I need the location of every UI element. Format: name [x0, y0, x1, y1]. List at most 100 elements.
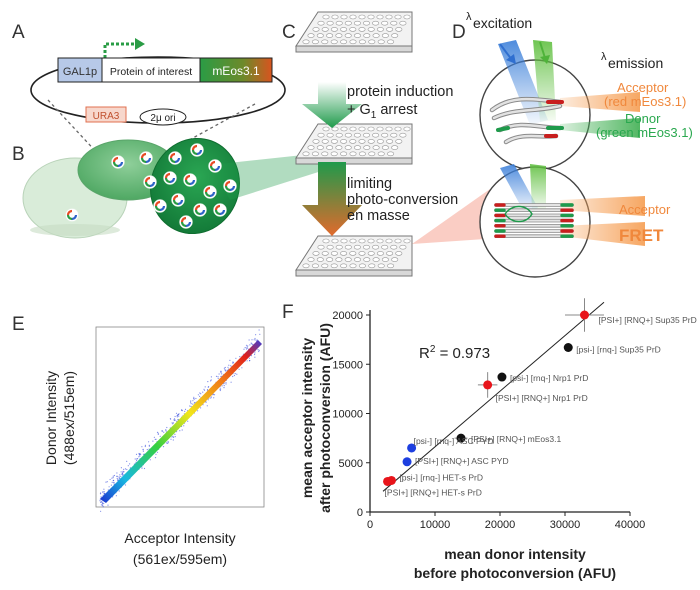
- aggregate-vesicles: [65, 143, 237, 229]
- panel-label-b: B: [12, 144, 25, 165]
- microplate-3: [295, 235, 413, 277]
- x-tick-label: 40000: [615, 519, 646, 531]
- data-point: [483, 380, 493, 390]
- step1-line1: protein induction: [347, 84, 453, 100]
- vesicle-icon: [143, 175, 157, 189]
- data-point-label: [psi-] [rnq-] HET-s PrD: [399, 472, 483, 482]
- donor-acceptor-density-plot: Donor Intensity (488ex/515em) Acceptor I…: [43, 326, 265, 567]
- panel-label-e: E: [12, 314, 25, 335]
- density-band: [100, 340, 262, 503]
- panel-label-f: F: [282, 302, 294, 323]
- vesicle-icon: [65, 208, 79, 222]
- protein-strands-lower: [494, 203, 574, 238]
- green-excitation-arrow-icon: [539, 41, 550, 64]
- r-squared-annotation: R2 = 0.973: [419, 344, 490, 362]
- microplate-1: [295, 11, 413, 53]
- data-point: [563, 343, 573, 353]
- gene-label: Protein of interest: [110, 66, 192, 78]
- x-tick-label: 10000: [420, 519, 451, 531]
- data-point: [580, 310, 589, 320]
- density-x-label-2: (561ex/595em): [133, 551, 227, 567]
- data-point-label: [PSI+] [RNQ+] Sup35 PrD: [599, 315, 697, 325]
- donor-label: Donor: [625, 111, 661, 126]
- data-point-label: [psi-] [rnq-] Nrp1 PrD: [510, 373, 588, 383]
- gene-box: [101, 57, 201, 83]
- vesicle-icon: [139, 151, 153, 165]
- vesicle-icon: [213, 203, 227, 217]
- step2-line3: en masse: [347, 208, 410, 224]
- x-tick-label: 0: [367, 519, 373, 531]
- acceptor-label-2: Acceptor: [619, 202, 671, 217]
- chart-y-label-1: mean acceptor intensity: [299, 338, 315, 498]
- origin-box: [139, 108, 187, 126]
- vesicle-icon: [163, 171, 177, 185]
- data-point-label: [PSI+] [RNQ+] ASC PYD: [415, 456, 509, 466]
- vesicle-icon: [208, 159, 222, 173]
- tag-label: mEos3.1: [212, 64, 260, 78]
- vesicle-icon: [203, 185, 217, 199]
- chart-fit-line: [382, 301, 605, 492]
- data-point-label: [PSI+] [RNQ+] HET-s PrD: [385, 487, 482, 497]
- microplate-2: [295, 123, 413, 165]
- data-point: [402, 457, 412, 467]
- blue-excitation-arrow-icon: [499, 43, 516, 64]
- marker-label: URA3: [93, 111, 120, 122]
- data-point: [497, 372, 507, 382]
- protein-strands-upper: [489, 96, 564, 145]
- lambda-excitation-symbol: λ: [466, 11, 472, 23]
- data-point: [383, 476, 393, 486]
- plasmid-diagram: GAL1p Protein of interest mEos3.1 URA3 2…: [30, 38, 286, 157]
- step2-line2: photo-conversion: [347, 192, 458, 208]
- data-point-label: [PSI+] [RNQ+] Nrp1 PrD: [496, 393, 588, 403]
- density-y-label-1: Donor Intensity: [43, 371, 59, 465]
- vesicle-icon: [111, 155, 125, 169]
- donor-desc: (green mEos3.1): [596, 125, 693, 140]
- step2-line1: limiting: [347, 176, 392, 192]
- data-point-label: [PSI+] [RNQ+] mEos3.1: [471, 434, 562, 444]
- tag-box: [199, 57, 273, 83]
- marker-box: [85, 106, 127, 123]
- panel-label-c: C: [282, 22, 296, 43]
- acceptor-label: Acceptor: [617, 80, 669, 95]
- vesicle-icon: [223, 179, 237, 193]
- data-point: [456, 433, 466, 443]
- density-y-label-2: (488ex/515em): [61, 371, 77, 465]
- data-point-label: [psi-] [rnq-] ASC PYD: [414, 436, 494, 446]
- data-point: [407, 443, 417, 453]
- y-tick-label: 15000: [332, 359, 363, 371]
- induction-arrow: [302, 82, 362, 128]
- y-tick-label: 5000: [339, 458, 363, 470]
- vesicle-icon: [179, 215, 193, 229]
- excitation-label: excitation: [473, 15, 532, 31]
- vesicle-icon: [168, 151, 182, 165]
- regression-line: [382, 301, 605, 492]
- lambda-emission-symbol: λ: [601, 51, 607, 63]
- y-tick-label: 10000: [332, 409, 363, 421]
- panel-label-a: A: [12, 22, 25, 43]
- acceptor-desc: (red mEos3.1): [604, 94, 686, 109]
- y-tick-label: 20000: [332, 310, 363, 322]
- vesicle-icon: [193, 203, 207, 217]
- chart-x-label-2: before photoconversion (AFU): [414, 565, 616, 581]
- density-x-label-1: Acceptor Intensity: [124, 530, 235, 546]
- y-tick-label: 0: [357, 507, 363, 519]
- fret-label: FRET: [619, 226, 664, 245]
- photoconversion-arrow: [302, 162, 362, 236]
- chart-x-label-1: mean donor intensity: [444, 546, 586, 562]
- data-point-label: [psi-] [rnq-] Sup35 PrD: [576, 345, 661, 355]
- vesicle-icon: [171, 193, 185, 207]
- chart-y-label-2: after photoconversion (AFU): [317, 323, 333, 513]
- vesicle-icon: [190, 143, 204, 157]
- vesicle-icon: [183, 173, 197, 187]
- origin-label: 2μ ori: [150, 113, 175, 124]
- x-tick-label: 30000: [550, 519, 581, 531]
- step1-line2: + G1 arrest: [347, 102, 417, 121]
- plate-workflow: protein induction + G1 arrest limiting p…: [295, 11, 530, 277]
- vesicle-icon: [153, 199, 167, 213]
- promoter-label: GAL1p: [63, 66, 97, 78]
- yeast-cells: [22, 137, 350, 239]
- chart-points: [PSI+] [RNQ+] Sup35 PrD [psi-] [rnq-] Sup…: [383, 298, 697, 497]
